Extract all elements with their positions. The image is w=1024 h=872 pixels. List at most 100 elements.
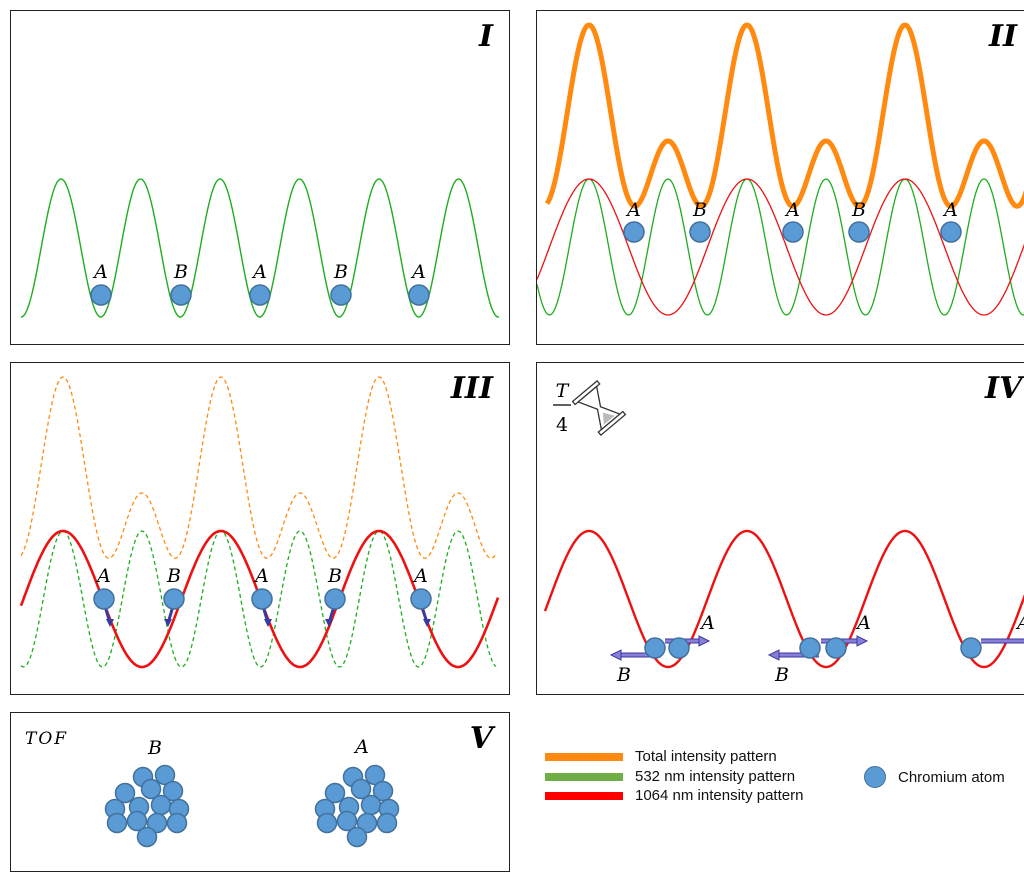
legend-total-label: Total intensity pattern [635,748,777,765]
panel-i: A B A B A I [10,10,510,345]
chromium-atom [408,284,430,306]
atom-label: B [616,664,631,686]
arrow-head [698,635,711,647]
force-arrow-head [423,619,431,627]
force-arrow-head [106,619,114,627]
force-arrow-head [264,619,272,627]
legend-green: 532 nm intensity pattern [545,768,795,785]
chromium-atom [799,637,821,659]
chromium-atom [324,782,346,804]
chromium-atom [249,284,271,306]
green-wave [537,178,1024,316]
chromium-atom [848,221,870,243]
panel-iii: A B A B A III [10,362,510,695]
chromium-atom [360,794,382,816]
legend-atom: Chromium atom [864,766,1005,788]
chromium-atom [330,284,352,306]
atom-icon [864,766,886,788]
red-wave [537,178,1024,316]
arrow-head [856,635,869,647]
atom-label: A [784,199,800,221]
chromium-atom [940,221,962,243]
chromium-atom [166,812,188,834]
legend-total: Total intensity pattern [545,748,777,765]
chromium-atom [960,637,982,659]
chromium-atom [170,284,192,306]
chromium-atom [410,588,432,610]
chromium-atom [162,780,184,802]
chromium-atom [364,764,386,786]
chromium-atom [689,221,711,243]
panel-iii-label: III [450,371,493,406]
atom-label: A [942,199,958,221]
legend-green-label: 532 nm intensity pattern [635,768,796,785]
hourglass-icon [571,379,627,437]
chromium-atom [163,588,185,610]
red-wave [543,529,1024,669]
chromium-atom [140,778,162,800]
chromium-atom [136,826,158,848]
chromium-atom [93,588,115,610]
chromium-atom [336,810,358,832]
total-wave [544,22,1024,209]
chromium-atom [154,764,176,786]
atom-label: A [855,612,871,634]
green-wave-dashed [20,530,497,668]
atom-label: A [412,565,428,587]
panel-iv-label: IV [985,371,1023,406]
chromium-atom [782,221,804,243]
time-numerator: T [556,380,570,402]
atom-label: A [92,261,108,283]
legend-red: 1064 nm intensity pattern [545,787,803,804]
chromium-atom [346,826,368,848]
green-wave [20,178,500,318]
chromium-atom [90,284,112,306]
atom-label: B [147,737,162,759]
chromium-atom [146,812,168,834]
atom-label: A [253,565,269,587]
legend-red-swatch [545,791,623,800]
chromium-atom [150,794,172,816]
chromium-atom [126,810,148,832]
chromium-atom [106,812,128,834]
atom-label: A [95,565,111,587]
total-wave-dashed [20,376,497,559]
atom-label: A [353,736,369,758]
chromium-atom [356,812,378,834]
chromium-atom [350,778,372,800]
chromium-atom [668,637,690,659]
atom-label: B [327,565,342,587]
legend-total-swatch [545,752,623,761]
arrow-head [767,649,780,661]
atom-label: B [173,261,188,283]
time-denominator: 4 [556,414,568,436]
atom-label: B [333,261,348,283]
panel-v-label: V [469,721,493,756]
panel-ii-label: II [989,19,1018,54]
panel-i-label: I [478,19,493,54]
atom-label: A [251,261,267,283]
chromium-atom [376,812,398,834]
force-arrow-head [325,619,333,627]
atom-label: B [774,664,789,686]
panel-iv: T4AAABB IV [536,362,1024,695]
atom-label: B [166,565,181,587]
chromium-atom [644,637,666,659]
chromium-atom [825,637,847,659]
atom-label: A [410,261,426,283]
legend-red-label: 1064 nm intensity pattern [635,787,804,804]
legend-green-swatch [545,772,623,781]
chromium-atom [251,588,273,610]
legend-atom-label: Chromium atom [898,768,1005,786]
atom-label: B [851,199,866,221]
chromium-atom [324,588,346,610]
chromium-atom [316,812,338,834]
chromium-atom [114,782,136,804]
atom-label: B [692,199,707,221]
